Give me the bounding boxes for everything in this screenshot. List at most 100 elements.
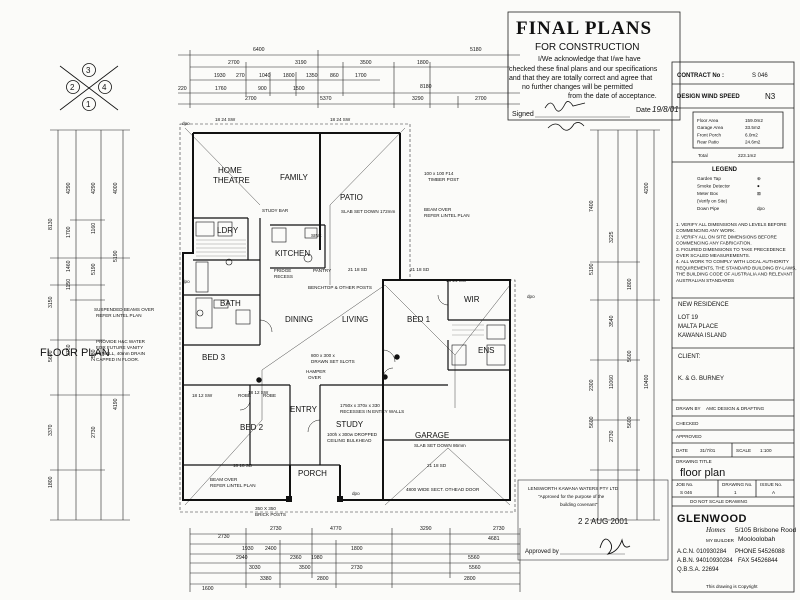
plan-note: 4800 WIDE SECT. OTHEAD DOOR [406,487,480,492]
plan-note: 21 18 SD [427,463,447,468]
plan-note: BEAM OVER [424,207,452,212]
compass-mark-2: 2 [70,83,75,92]
dimension-label: 2730 [91,426,97,438]
checked-label: CHECKED [676,421,699,426]
room-label: PATIO [340,193,363,202]
scale-note: DO NOT SCALE DRAWING [690,499,748,504]
dimension-label: 1800 [351,546,363,552]
plan-note: CEILING BULKHEAD [327,438,372,443]
dimension-label: 2360 [290,555,302,561]
dimension-label: 1800 [627,278,633,290]
plan-note: PANTRY [313,268,331,273]
dimension-label: 2800 [317,576,329,582]
legend-symbol-icon: ● [757,184,760,189]
dimension-label: 1350 [306,73,318,79]
dimension-label: 3225 [609,231,615,243]
plan-note: dpo [182,279,190,284]
dimension-label: 1980 [311,555,323,561]
room-label: THEATRE [213,176,250,185]
legend-symbol-icon: dpo [757,206,765,211]
plan-note: REFER LINTEL PLAN [96,313,142,318]
plan-note: SUSPENDED BEAMS OVER [94,307,155,312]
dimension-label: 4290 [66,182,72,194]
wet-area-hatch [196,239,484,336]
dimension-label: 6400 [253,47,265,53]
dimension-label: 7400 [589,200,595,212]
client-label: CLIENT: [678,354,701,360]
plan-note: 18 24 SW [446,278,467,283]
plan-note: RECESSES IN ENTRY WALLS [340,409,404,414]
room-label: BATH [220,299,241,308]
dimension-label: 2730 [609,430,615,442]
stamp-line-5: from the date of acceptance. [568,93,657,100]
dimension-label: 3190 [295,60,307,66]
plan-note: 350 X 350 [255,506,276,511]
dimension-label: 5690 [48,350,54,362]
legend-label: Smoke Detector [697,184,730,189]
legend-label: Down Pipe [697,206,720,211]
approval-line-3: building covenant" [560,502,598,507]
stamp-title: FINAL PLANS [516,18,652,39]
drawing-title: floor plan [680,467,725,479]
dimension-label: 5560 [468,555,480,561]
dimension-label: 3500 [360,60,372,66]
room-label: BED 1 [407,315,431,324]
drawing-title-label: DRAWING TITLE [676,459,712,464]
dimension-label: 1500 [293,86,305,92]
dimension-label: 270 [236,73,245,79]
dimension-label: 2940 [236,555,248,561]
approval-stamp: LENSWORTH KAWANA WATERS PTY LTD "Approve… [517,479,669,561]
address-line-1: LOT 19 [678,315,699,321]
plan-note: DRAWN SET SLOTS [311,359,355,364]
room-label: ENS [478,346,494,355]
legend-label: Meter Box [697,191,719,196]
dimension-label: 3540 [609,315,615,327]
issue-number: A [772,490,776,495]
area-label: Rear Patio [697,140,719,145]
dimension-label: 2730 [270,526,282,532]
company-acn: A.C.N. 010930284 [677,549,727,555]
stamp-date-label: Date [636,107,651,114]
company-address: 5/105 Brisbone Rood [735,527,796,534]
plan-note: FOR FUTURE VANITY [96,345,143,350]
plan-note: 18 24 SW [215,117,236,122]
dimension-label: 4290 [91,182,97,194]
dimension-label: 3370 [48,424,54,436]
dimension-label: 2700 [245,96,257,102]
room-label: WIR [464,295,480,304]
room-label: ENTRY [290,405,318,414]
compass-mark-1: 1 [86,100,91,109]
plan-note: SINK [311,233,323,238]
dimension-label: 2700 [475,96,487,102]
right-dimension-lines [590,129,660,521]
wind-speed-label: DESIGN WIND SPEED [677,94,740,100]
dimension-label: 1040 [259,73,271,79]
approval-date: 2 2 AUG 2001 [578,517,629,526]
plan-note: 18 12 SW [248,390,269,395]
dimension-label: 1760 [215,86,227,92]
project-label: NEW RESIDENCE [678,302,729,308]
room-label: BED 3 [202,353,226,362]
note-line: COMMENCING ANY WORK. [676,228,736,233]
dimension-label: 1160 [91,223,97,234]
plan-note: ROBE [238,393,251,398]
job-number-label: JOB No. [676,482,693,487]
dimension-label: 220 [178,86,187,92]
dimension-label: 2750 [66,344,72,356]
porch-posts [286,496,343,502]
dimension-label: 1150 [66,279,72,290]
dimension-label: 2700 [228,60,240,66]
dimension-label: 2730 [351,565,363,571]
room-label: DINING [285,315,313,324]
dimension-label: 5600 [627,350,633,362]
room-label: GARAGE [415,431,449,440]
dimension-label: 3500 [299,565,311,571]
room-label: KITCHEN [275,249,310,258]
stamp-signed-label: Signed [512,111,534,118]
dimension-label: 2730 [493,526,505,532]
dimension-label: 8180 [420,84,432,90]
dimension-label: 4770 [330,526,342,532]
plan-note: BEAM OVER [210,477,238,482]
dimension-label: 4200 [644,182,650,194]
